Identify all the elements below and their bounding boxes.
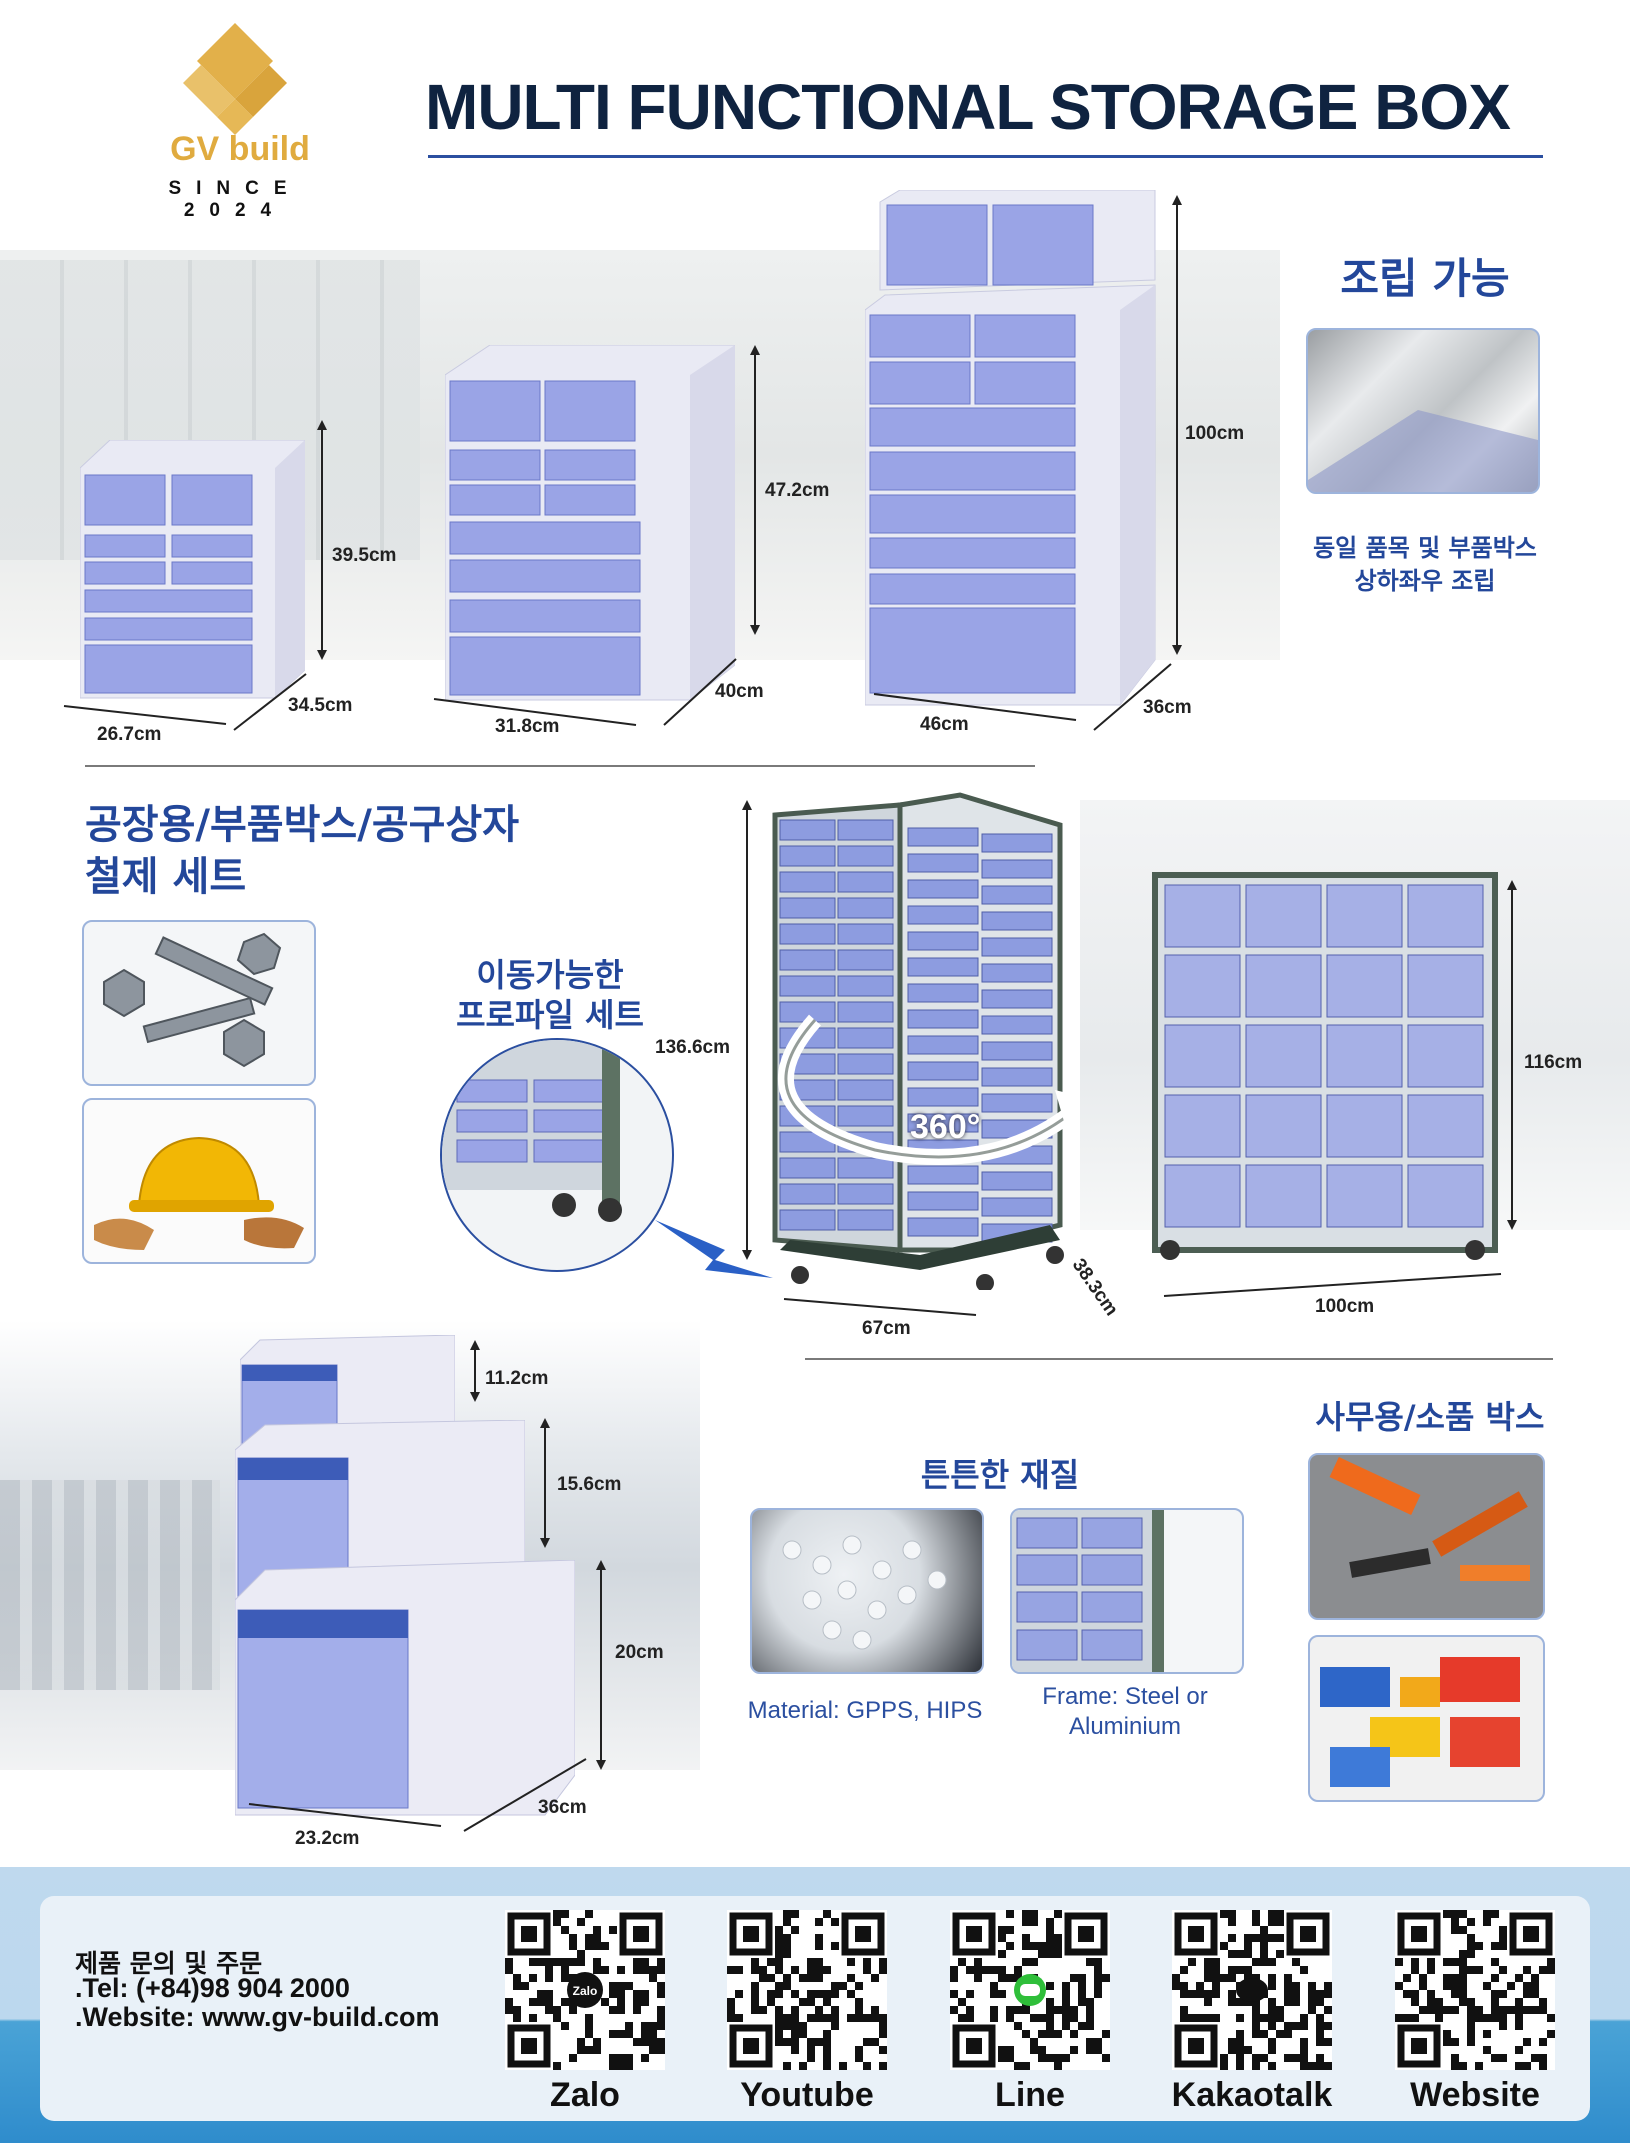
frame-caption-line2: Aluminium (1068, 1713, 1182, 1740)
material-title: 튼튼한 재질 (920, 1456, 1080, 1494)
rotating-height-label: 136.6cm (655, 1037, 731, 1058)
qr-website[interactable]: Website (1390, 1910, 1560, 2120)
large-depth-arrow (1093, 663, 1172, 731)
small-cabinet (79, 439, 306, 705)
qr-code-icon (727, 1910, 887, 2070)
rotation-label: 360° (910, 1108, 981, 1146)
drawer-h2-label: 15.6cm (557, 1474, 622, 1495)
small-height-label: 39.5cm (332, 545, 397, 566)
assembly-caption-line2: 상하좌우 조립 (1354, 567, 1496, 595)
material-caption: Material: GPPS, HIPS (747, 1697, 983, 1724)
qr-code-icon (1395, 1910, 1555, 2070)
title-underline (428, 155, 1543, 158)
large-height-label: 100cm (1185, 423, 1245, 444)
qr-code-icon (950, 1910, 1110, 2070)
qr-youtube[interactable]: Youtube (722, 1910, 892, 2120)
drawer-depth-arrow (463, 1758, 587, 1832)
assembly-caption-line1: 동일 품목 및 부품박스 (1313, 534, 1537, 562)
contact-title: 제품 문의 및 주문 (75, 1949, 263, 1978)
assembly-photo (1306, 328, 1540, 494)
drawer-width-label: 23.2cm (295, 1828, 360, 1849)
drawer-h1-arrow (470, 1340, 480, 1402)
mobile-set-zoom-circle (440, 1038, 674, 1272)
large-width-arrow (873, 693, 1077, 721)
mobile-set-line2: 프로파일 세트 (456, 996, 644, 1034)
frame-photo (1010, 1508, 1244, 1674)
large-depth-label: 36cm (1143, 697, 1192, 718)
drawer-depth-label: 36cm (538, 1797, 587, 1818)
wide-depth-label: 38.3cm (1067, 1255, 1122, 1320)
small-depth-arrow (233, 673, 307, 731)
large-cabinet (864, 189, 1165, 710)
small-height-arrow (317, 420, 327, 660)
factory-title-line1: 공장용/부품박스/공구상자 (85, 802, 520, 848)
medium-depth-arrow (663, 658, 737, 726)
brand-tagline: SINCE 2024 (168, 178, 302, 221)
factory-title-line2: 철제 세트 (85, 854, 247, 900)
large-width-label: 46cm (920, 714, 969, 735)
page-title: MULTI FUNCTIONAL STORAGE BOX (425, 71, 1511, 143)
helmet-photo (82, 1098, 316, 1264)
qr-code-icon (1172, 1910, 1332, 2070)
assembly-title: 조립 가능 (1340, 254, 1510, 303)
mobile-set-line1: 이동가능한 (476, 956, 624, 994)
small-width-arrow (63, 705, 227, 725)
rotation-arrow-icon (777, 1014, 1095, 1165)
rotating-width-arrow (783, 1298, 977, 1316)
contact-tel[interactable]: .Tel: (+84)98 904 2000 (75, 1973, 350, 2003)
medium-width-arrow (433, 698, 637, 726)
city-skyline (0, 1480, 220, 1690)
diamond-logo-icon (183, 23, 287, 135)
blocks-photo (1308, 1635, 1545, 1802)
medium-height-arrow (750, 345, 760, 635)
brand-logo: GV build SINCE 2024 (110, 18, 370, 221)
qr-zalo[interactable]: Zalo Zalo (500, 1910, 670, 2120)
qr-line[interactable]: Line (945, 1910, 1115, 2120)
medium-height-label: 47.2cm (765, 480, 830, 501)
svg-text:Zalo: Zalo (573, 1984, 598, 1998)
pellets-photo (750, 1508, 984, 1674)
drawer-large (234, 1559, 576, 1820)
qr-label-kakaotalk: Kakaotalk (1171, 2076, 1333, 2114)
qr-label-line: Line (995, 2076, 1065, 2114)
rotating-width-label: 67cm (862, 1318, 911, 1339)
medium-width-label: 31.8cm (495, 716, 560, 737)
brand-name: GV build (170, 130, 310, 168)
section-divider-2 (805, 1358, 1553, 1360)
drawer-h2-arrow (540, 1418, 550, 1548)
drawer-h3-arrow (596, 1560, 606, 1770)
wide-height-label: 116cm (1524, 1052, 1583, 1073)
small-depth-label: 34.5cm (288, 695, 353, 716)
rotating-height-arrow (742, 800, 752, 1260)
drawer-h1-label: 11.2cm (485, 1368, 549, 1389)
medium-cabinet (444, 344, 736, 710)
contact-website[interactable]: .Website: www.gv-build.com (75, 2002, 440, 2032)
zoom-lightning-icon (655, 1220, 773, 1278)
drawer-h3-label: 20cm (615, 1642, 664, 1663)
section-divider-1 (85, 765, 1035, 767)
wide-width-label: 100cm (1315, 1296, 1375, 1317)
qr-label-zalo: Zalo (550, 2076, 620, 2114)
small-width-label: 26.7cm (97, 724, 162, 745)
qr-kakaotalk[interactable]: Kakaotalk (1167, 1910, 1337, 2120)
wide-width-arrow (1163, 1273, 1502, 1297)
large-height-arrow (1172, 195, 1182, 655)
qr-label-website: Website (1410, 2076, 1540, 2114)
bolts-photo (82, 920, 316, 1086)
qr-label-youtube: Youtube (740, 2076, 874, 2114)
medium-depth-label: 40cm (715, 681, 764, 702)
qr-code-icon: Zalo (505, 1910, 665, 2070)
frame-caption-line1: Frame: Steel or (1042, 1683, 1208, 1710)
tools-photo (1308, 1453, 1545, 1620)
office-title: 사무용/소품 박스 (1315, 1398, 1545, 1436)
drawer-width-arrow (248, 1803, 442, 1827)
wide-rack (1145, 865, 1500, 1265)
wide-height-arrow (1507, 880, 1517, 1230)
